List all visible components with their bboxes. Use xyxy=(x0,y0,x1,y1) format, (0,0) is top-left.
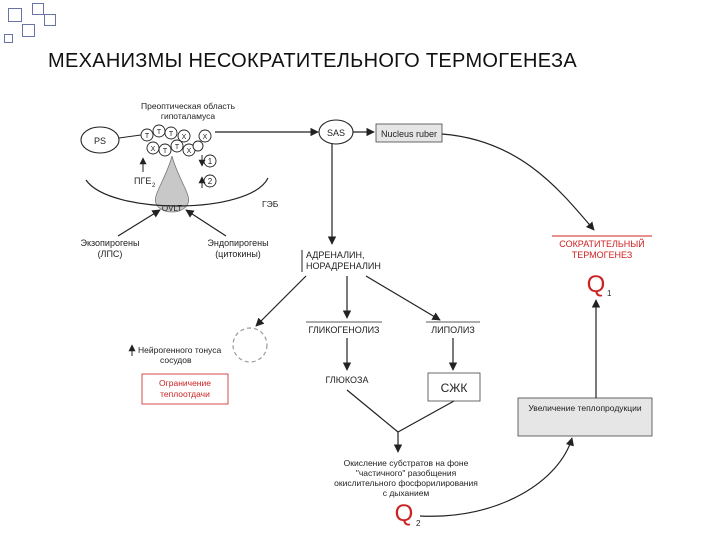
neuron-cluster xyxy=(140,124,212,157)
oxidation-label: Окисление субстратов на фоне xyxy=(344,458,469,468)
heat-production-box xyxy=(517,397,653,437)
neuron-t-label: T xyxy=(145,133,150,140)
decor-square xyxy=(22,24,35,37)
heat-production-label: Увеличение теплопродукции xyxy=(528,403,642,413)
ps-circle xyxy=(80,126,120,154)
sas-label: SAS xyxy=(327,128,345,138)
nucleus-to-shivering-arrow xyxy=(441,133,595,231)
neuron-x-label: X xyxy=(182,134,187,141)
marker-1: 1 xyxy=(208,157,213,166)
nucleus-ruber-box xyxy=(375,123,443,143)
q1-subscript: 1 xyxy=(607,289,612,298)
pge-subscript: 2 xyxy=(152,183,156,189)
q1-letter: Q xyxy=(587,271,606,298)
shivering-label-2: ТЕРМОГЕНЕЗ xyxy=(572,250,633,260)
heat-limit-box xyxy=(141,373,229,405)
heat-limit-label-2: теплоотдачи xyxy=(160,389,210,399)
neuron-x-label: X xyxy=(203,134,208,141)
glucose-to-oxidation-line xyxy=(346,389,399,433)
ovlt-drop xyxy=(155,155,189,213)
ps-to-neurons-link xyxy=(118,134,142,139)
vessel-circle xyxy=(232,327,268,363)
adrenaline-label: АДРЕНАЛИН, xyxy=(306,250,364,260)
glycogenolysis-label: ГЛИКОГЕНОЛИЗ xyxy=(309,325,380,335)
adrenaline-to-vessel-arrow xyxy=(255,275,307,327)
neuron-x-label: X xyxy=(151,146,156,153)
q2-letter: Q xyxy=(395,500,414,527)
neuron-x-label: X xyxy=(187,148,192,155)
adrenaline-label-2: НОРАДРЕНАЛИН xyxy=(306,261,381,271)
neuron-t-label: T xyxy=(157,129,162,136)
adrenaline-to-lipolysis-arrow xyxy=(365,275,441,321)
hypothalamus-label: Преоптическая область xyxy=(141,101,236,111)
marker-2: 2 xyxy=(208,177,213,186)
shivering-label: СОКРАТИТЕЛЬНЫЙ xyxy=(559,238,644,249)
heat-limit-label: Ограничение xyxy=(159,378,211,388)
oxidation-label-4: с дыханием xyxy=(383,488,430,498)
vessel-tone-label-2: сосудов xyxy=(160,355,192,365)
neuron-t-label: T xyxy=(175,144,180,151)
hypothalamus-label-2: гипоталамуса xyxy=(161,111,216,121)
nucleus-ruber-label: Nucleus ruber xyxy=(381,129,437,139)
endopyrogens-label: Эндопирогены xyxy=(207,238,268,248)
q2-subscript: 2 xyxy=(416,519,421,528)
neuron-t-label: T xyxy=(169,131,174,138)
pge-label: ПГЕ xyxy=(134,176,151,186)
endopyrogens-label-2: (цитокины) xyxy=(215,249,261,259)
exopyrogens-label-2: (ЛПС) xyxy=(98,249,123,259)
vessel-tone-label: Нейрогенного тонуса xyxy=(138,345,221,355)
decor-square xyxy=(44,14,56,26)
decor-square xyxy=(4,34,13,43)
endo-arrow xyxy=(185,209,227,237)
ovlt-label: OVLT xyxy=(162,204,182,213)
exopyrogens-label: Экзопирогены xyxy=(81,238,140,248)
glucose-label: ГЛЮКОЗА xyxy=(326,375,369,385)
ps-label: PS xyxy=(94,136,106,146)
bbb-arc xyxy=(85,177,269,207)
oxidation-label-2: "частичного" разобщения xyxy=(356,468,457,478)
oxidation-label-3: окислительного фосфорилирования xyxy=(334,478,478,488)
ffa-label: СЖК xyxy=(441,381,468,395)
decor-square xyxy=(8,8,22,22)
ffa-to-oxidation-line xyxy=(397,400,455,433)
exo-arrow xyxy=(117,209,161,237)
slide-title: МЕХАНИЗМЫ НЕСОКРАТИТЕЛЬНОГО ТЕРМОГЕНЕЗА xyxy=(48,50,578,72)
neuron-t-label: T xyxy=(163,148,168,155)
bbb-label: ГЭБ xyxy=(262,199,279,209)
lipolysis-label: ЛИПОЛИЗ xyxy=(431,325,475,335)
decor-square xyxy=(32,3,44,15)
q2-to-heat-production-arrow xyxy=(419,437,574,517)
